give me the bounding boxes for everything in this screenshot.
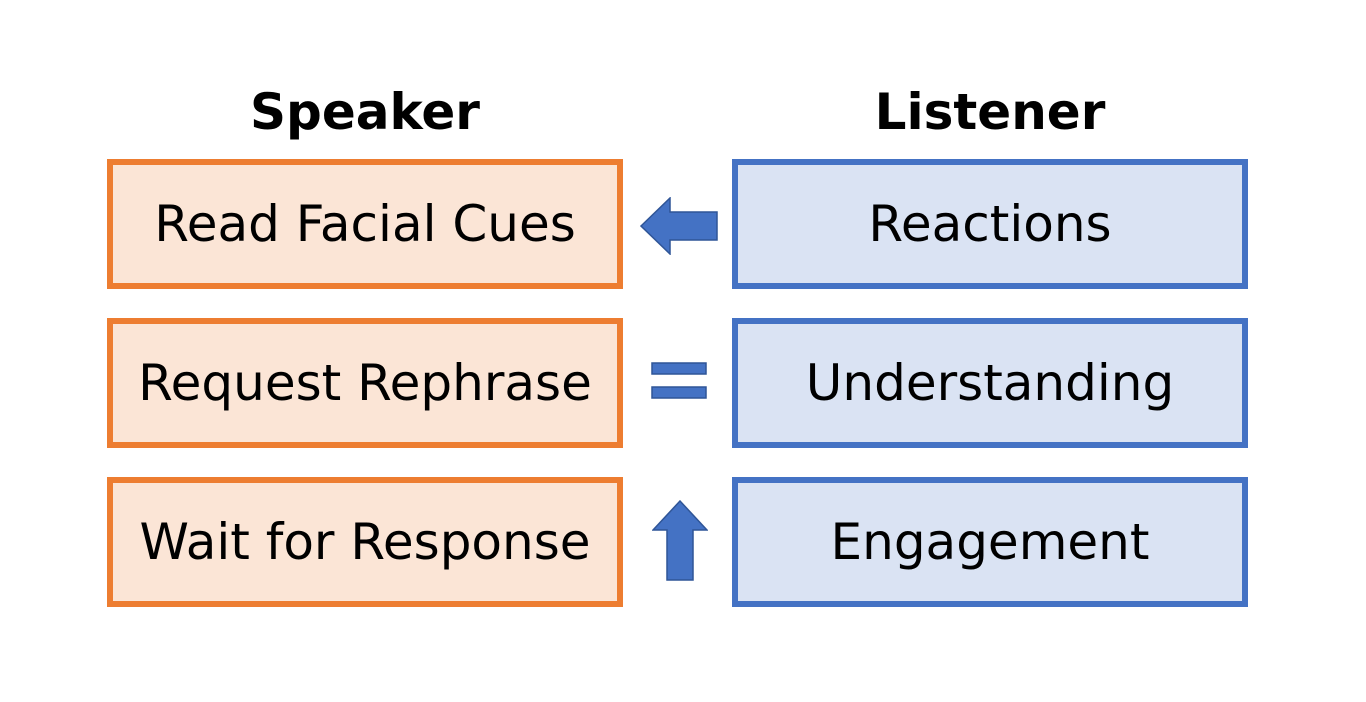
listener-box-label: Understanding — [805, 354, 1175, 412]
left-arrow-icon — [640, 197, 718, 255]
listener-box-label: Reactions — [868, 195, 1112, 253]
listener-box-reactions: Reactions — [732, 159, 1248, 289]
speaker-box-label: Request Rephrase — [138, 354, 592, 412]
speaker-box-read-facial-cues: Read Facial Cues — [107, 159, 623, 289]
speaker-box-label: Wait for Response — [139, 513, 591, 571]
up-arrow-icon — [652, 500, 708, 581]
speaker-header: Speaker — [250, 83, 480, 141]
speaker-box-request-rephrase: Request Rephrase — [107, 318, 623, 448]
speaker-box-wait-for-response: Wait for Response — [107, 477, 623, 607]
speaker-box-label: Read Facial Cues — [154, 195, 576, 253]
listener-box-label: Engagement — [830, 513, 1150, 571]
listener-box-engagement: Engagement — [732, 477, 1248, 607]
equals-icon — [651, 362, 707, 399]
listener-header: Listener — [874, 83, 1106, 141]
listener-box-understanding: Understanding — [732, 318, 1248, 448]
